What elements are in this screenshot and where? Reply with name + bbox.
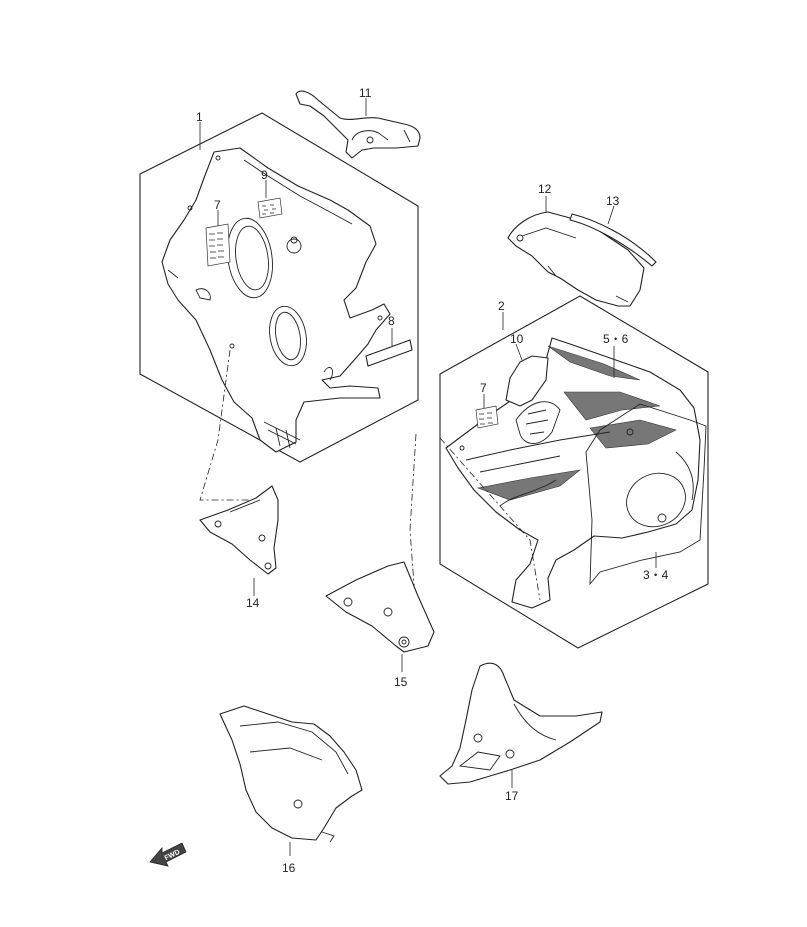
callout-12: 12 <box>538 182 552 196</box>
assembly-box-1 <box>139 112 419 463</box>
callout-labels: 1 2 3・4 5・6 7 7 8 9 10 11 12 13 14 15 16… <box>196 86 669 875</box>
callout-16: 16 <box>282 861 296 875</box>
part-10-pad <box>505 343 549 407</box>
callout-14: 14 <box>246 596 260 610</box>
callout-17: 17 <box>505 789 519 803</box>
callout-11: 11 <box>359 86 372 100</box>
callout-1: 1 <box>196 110 203 124</box>
callout-7a: 7 <box>214 198 221 212</box>
part-8-strip <box>365 328 413 367</box>
callout-15: 15 <box>394 675 408 689</box>
callout-13: 13 <box>606 194 620 208</box>
part-9-pad <box>257 180 283 219</box>
callout-5-6: 5・6 <box>603 332 629 346</box>
callout-3-4: 3・4 <box>643 568 669 582</box>
part-13-trim <box>569 213 657 267</box>
part-17-under-cowl <box>439 662 603 785</box>
callout-9: 9 <box>261 168 268 182</box>
callout-8: 8 <box>388 314 395 328</box>
callout-2: 2 <box>498 299 505 313</box>
part-7-pad-upper <box>205 210 231 267</box>
part-11-bracket <box>295 90 421 159</box>
part-12-inner-panel <box>507 211 645 307</box>
part-7-pad-lower <box>475 394 499 429</box>
callout-10: 10 <box>510 332 524 346</box>
part-1-upper-cowl <box>161 147 391 453</box>
callout-7b: 7 <box>480 381 487 395</box>
assembly-box-2 <box>439 295 709 649</box>
part-15-inner-lower <box>325 561 435 653</box>
fwd-arrow-icon: FWD <box>149 842 187 867</box>
part-2-side-cowl <box>445 337 707 609</box>
part-14-inner-lower <box>199 485 279 575</box>
part-16-lower-cowl <box>219 705 363 843</box>
